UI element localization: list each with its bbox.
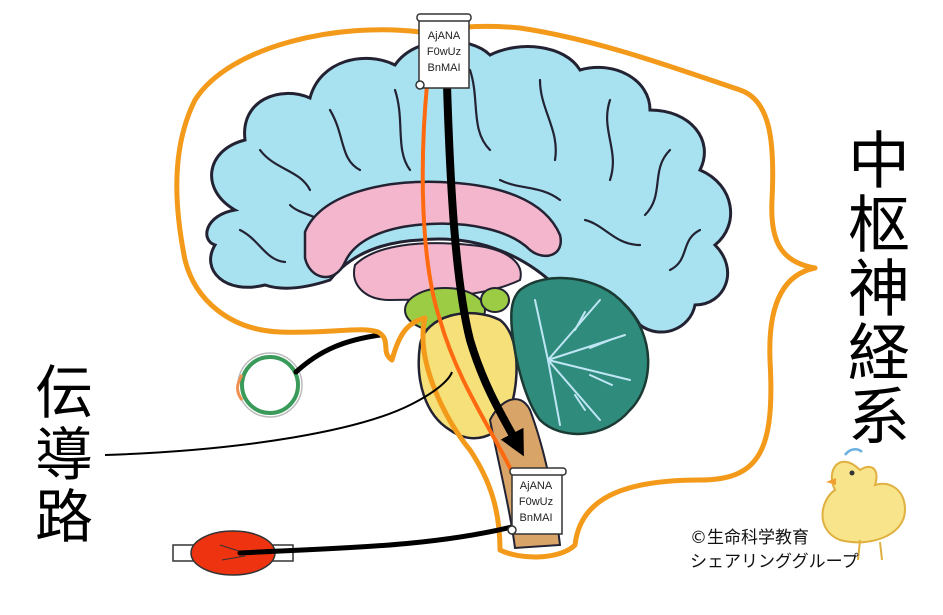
scroll-bottom-line-1: AjANA bbox=[519, 480, 553, 492]
pathway-pointer-line bbox=[104, 371, 453, 456]
motor-nerve-line bbox=[237, 522, 523, 556]
copyright-credit: ©生命科学教育 シェアリンググループ bbox=[690, 526, 930, 574]
black-pathway-arrow bbox=[443, 84, 524, 457]
scroll-top-line-3: BnMAI bbox=[427, 62, 461, 74]
scroll-bottom-line-2: F0wUz bbox=[518, 496, 554, 508]
scroll-bottom-text: AjANA F0wUz BnMAI bbox=[512, 478, 560, 526]
orange-pathway bbox=[420, 84, 522, 491]
credit-line-1: ©生命科学教育 bbox=[690, 528, 809, 548]
eye bbox=[236, 352, 303, 418]
cerebellum bbox=[510, 276, 650, 436]
muscle bbox=[172, 530, 294, 576]
scroll-top-line-1: AjANA bbox=[427, 30, 461, 42]
scroll-bottom bbox=[507, 467, 567, 535]
cns-outline bbox=[174, 23, 818, 560]
optic-nerve-line bbox=[293, 332, 383, 375]
scroll-bottom-line-3: BnMAI bbox=[519, 512, 553, 524]
chick-illustration bbox=[821, 448, 907, 561]
corpus-callosum bbox=[303, 180, 563, 302]
conduction-pathway-label: 伝導路 bbox=[25, 362, 93, 548]
scroll-top-line-2: F0wUz bbox=[426, 46, 462, 58]
central-nervous-system-label: 中枢神経系 bbox=[837, 128, 910, 448]
credit-line-2: シェアリンググループ bbox=[690, 552, 859, 572]
scroll-top bbox=[415, 13, 472, 90]
scroll-top-text: AjANA F0wUz BnMAI bbox=[420, 28, 468, 76]
